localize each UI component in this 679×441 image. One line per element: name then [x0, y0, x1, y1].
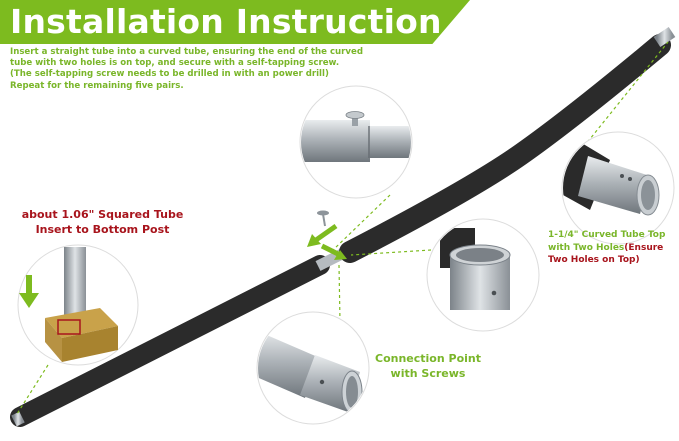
instruction-line: Insert a straight tube into a curved tub… — [10, 47, 363, 57]
callout-warning: Two Holes on Top) — [548, 255, 640, 265]
callout-text: with Two Holes — [548, 242, 625, 253]
callout-curved-tube: 1-1/4" Curved Tube Top with Two Holes(En… — [548, 229, 678, 267]
detail-circle-curved-top — [561, 131, 675, 245]
curved-tube — [339, 27, 676, 263]
callout-line: 1-1/4" Curved Tube Top — [548, 230, 666, 240]
callout-line: Connection Point — [375, 352, 481, 365]
instruction-line: tube with two holes is on top, and secur… — [10, 58, 340, 69]
arrow-diagonal-icon — [307, 223, 347, 260]
instruction-line: Repeat for the remaining five pairs. — [10, 80, 184, 91]
detail-circle-screw-joint — [299, 85, 413, 199]
callout-line: about 1.06" Squared Tube — [21, 208, 184, 221]
screw-icon — [317, 210, 329, 227]
callout-connection-point: Connection Point with Screws — [368, 351, 488, 381]
callout-warning: (Ensure — [624, 242, 664, 253]
leader-lines — [16, 41, 669, 415]
detail-circle-connection-point — [256, 311, 370, 425]
instructions-text: Insert a straight tube into a curved tub… — [10, 47, 410, 92]
detail-circle-tube-end — [426, 218, 540, 332]
page-title: Installation Instruction — [10, 2, 442, 41]
detail-circle-square-post — [17, 244, 139, 366]
callout-line: Insert to Bottom Post — [35, 223, 170, 236]
title-banner — [0, 0, 470, 44]
callout-squared-tube: about 1.06" Squared Tube Insert to Botto… — [10, 207, 195, 237]
arrow-down-icon — [19, 275, 39, 308]
callout-line: with Screws — [390, 367, 466, 380]
instruction-line: (The self-tapping screw needs to be dril… — [10, 69, 329, 80]
callout-line: with Two Holes(Ensure — [548, 242, 678, 255]
